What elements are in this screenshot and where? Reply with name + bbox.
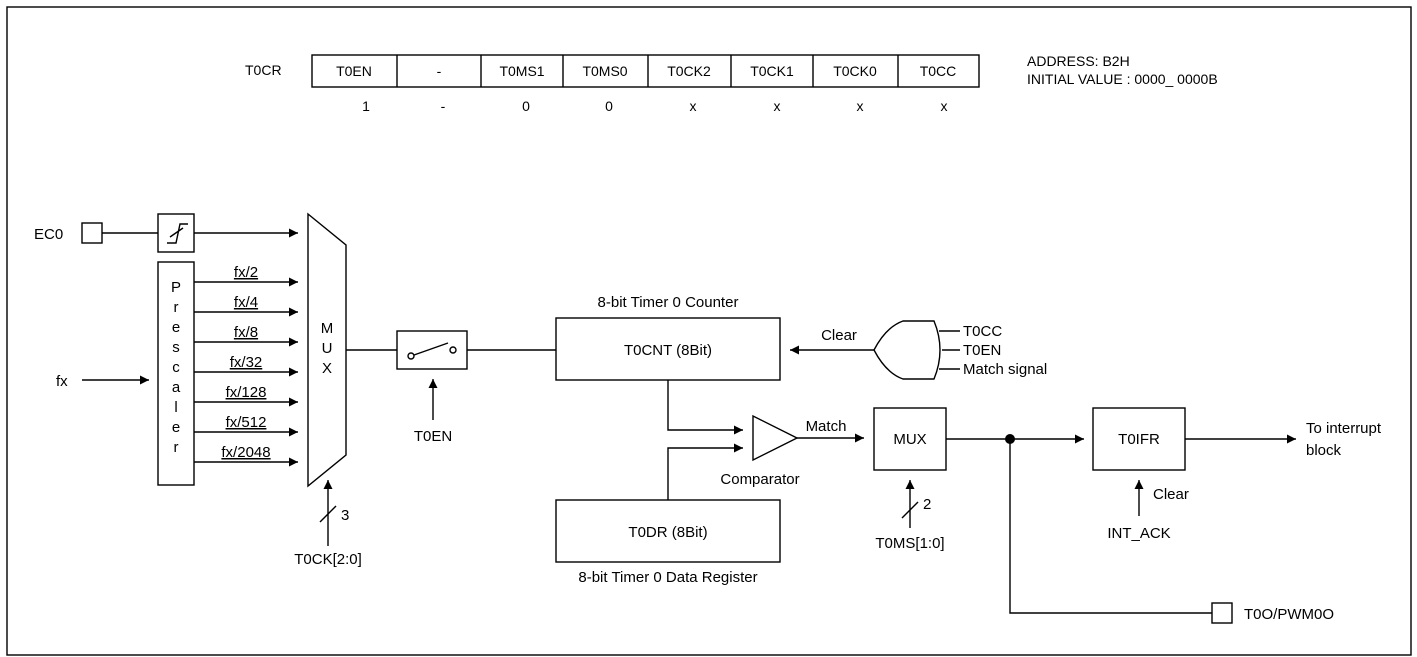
ec0-pin (81, 222, 103, 244)
mode-select-bus-slash (901, 501, 919, 519)
register-value-0: x (941, 98, 948, 114)
to-interrupt-label-2: block (1306, 442, 1342, 459)
mode-select-label: T0MS[1:0] (875, 535, 944, 552)
register-value-2: x (774, 98, 781, 114)
clock-mux (307, 212, 347, 488)
clock-select-label: T0CK[2:0] (294, 551, 362, 568)
counter-box (555, 317, 781, 381)
prescaler-letter: e (172, 319, 180, 336)
clear-label: Clear (821, 327, 857, 344)
prescaler-box (157, 261, 195, 486)
prescaler-letter: r (174, 439, 179, 456)
register-bit-3: T0CK2 (667, 63, 711, 79)
ec0-label: EC0 (34, 226, 63, 243)
output-pin (1211, 602, 1233, 624)
data-register-to-comparator-wire (667, 443, 743, 500)
prescaler-output-label: fx/32 (230, 354, 263, 371)
prescaler-letters: P r e s c a l e r (171, 279, 181, 456)
register-value-3: x (690, 98, 697, 114)
register-name: T0CR (245, 62, 282, 78)
register-initial-value: INITIAL VALUE : 0000_ 0000B (1027, 71, 1218, 87)
comparator (752, 414, 799, 462)
prescaler-output-label: fx/512 (226, 414, 267, 431)
counter-to-comparator-wire (667, 380, 743, 435)
switch-enable-label: T0EN (414, 428, 452, 445)
register-address: ADDRESS: B2H (1027, 53, 1130, 69)
register-value-4: 0 (605, 98, 613, 114)
register-bit-0: T0CC (920, 63, 957, 79)
edge-detector-slash (169, 227, 184, 238)
output-pin-label: T0O/PWM0O (1244, 606, 1334, 623)
prescaler-output-label: fx/2048 (221, 444, 270, 461)
register-bit-5: T0MS1 (499, 63, 544, 79)
or-input-label: T0EN (963, 342, 1001, 359)
prescaler-letter: r (174, 299, 179, 316)
diagram-frame (6, 6, 1412, 656)
register-bit-6: - (437, 63, 442, 79)
register-value-7: 1 (362, 98, 370, 114)
interrupt-flag-box (1092, 407, 1186, 471)
prescaler-letter: P (171, 279, 181, 296)
prescaler-letter: l (174, 399, 177, 416)
output-pin-wire (1009, 439, 1212, 614)
prescaler-output-label: fx/2 (234, 264, 258, 281)
switch-blade (413, 342, 449, 356)
comparator-label: Comparator (720, 471, 799, 488)
mode-select-width: 2 (923, 496, 931, 513)
clock-mux-letter: M (321, 320, 334, 337)
flag-clear-label: Clear (1153, 486, 1189, 503)
register-bit-table (311, 54, 980, 88)
data-register-box (555, 499, 781, 563)
or-input-label: T0CC (963, 323, 1002, 340)
register-value-5: 0 (522, 98, 530, 114)
or-input-label: Match signal (963, 361, 1047, 378)
clock-mux-letter: X (322, 360, 332, 377)
to-interrupt-label: To interrupt (1306, 420, 1382, 437)
counter-label: T0CNT (8Bit) (624, 342, 712, 359)
register-bit-7: T0EN (336, 63, 372, 79)
prescaler-output-label: fx/8 (234, 324, 258, 341)
register-bit-1: T0CK0 (833, 63, 877, 79)
prescaler-letter: c (172, 359, 180, 376)
clear-or-gate (873, 320, 941, 380)
mode-mux-label: MUX (893, 431, 926, 448)
interrupt-flag-label: T0IFR (1118, 431, 1160, 448)
clock-mux-letter: U (322, 340, 333, 357)
match-label: Match (806, 418, 847, 435)
data-register-label: T0DR (8Bit) (628, 524, 707, 541)
prescaler-letter: a (172, 379, 181, 396)
clock-select-width: 3 (341, 507, 349, 524)
register-value-1: x (857, 98, 864, 114)
edge-detector-icon (167, 223, 188, 244)
fx-label: fx (56, 373, 68, 390)
register-bit-2: T0CK1 (750, 63, 794, 79)
data-register-caption: 8-bit Timer 0 Data Register (578, 569, 757, 586)
switch-contact-right (449, 346, 457, 354)
register-bit-4: T0MS0 (582, 63, 627, 79)
clock-select-bus-slash (319, 505, 337, 523)
counter-caption: 8-bit Timer 0 Counter (598, 294, 739, 311)
register-value-6: - (441, 98, 446, 114)
prescaler-output-label: fx/4 (234, 294, 258, 311)
switch-contact-left (407, 352, 415, 360)
prescaler-output-label: fx/128 (226, 384, 267, 401)
prescaler-letter: s (172, 339, 180, 356)
prescaler-letter: e (172, 419, 180, 436)
prescaler-output-arrows (194, 277, 298, 467)
int-ack-label: INT_ACK (1107, 525, 1170, 542)
